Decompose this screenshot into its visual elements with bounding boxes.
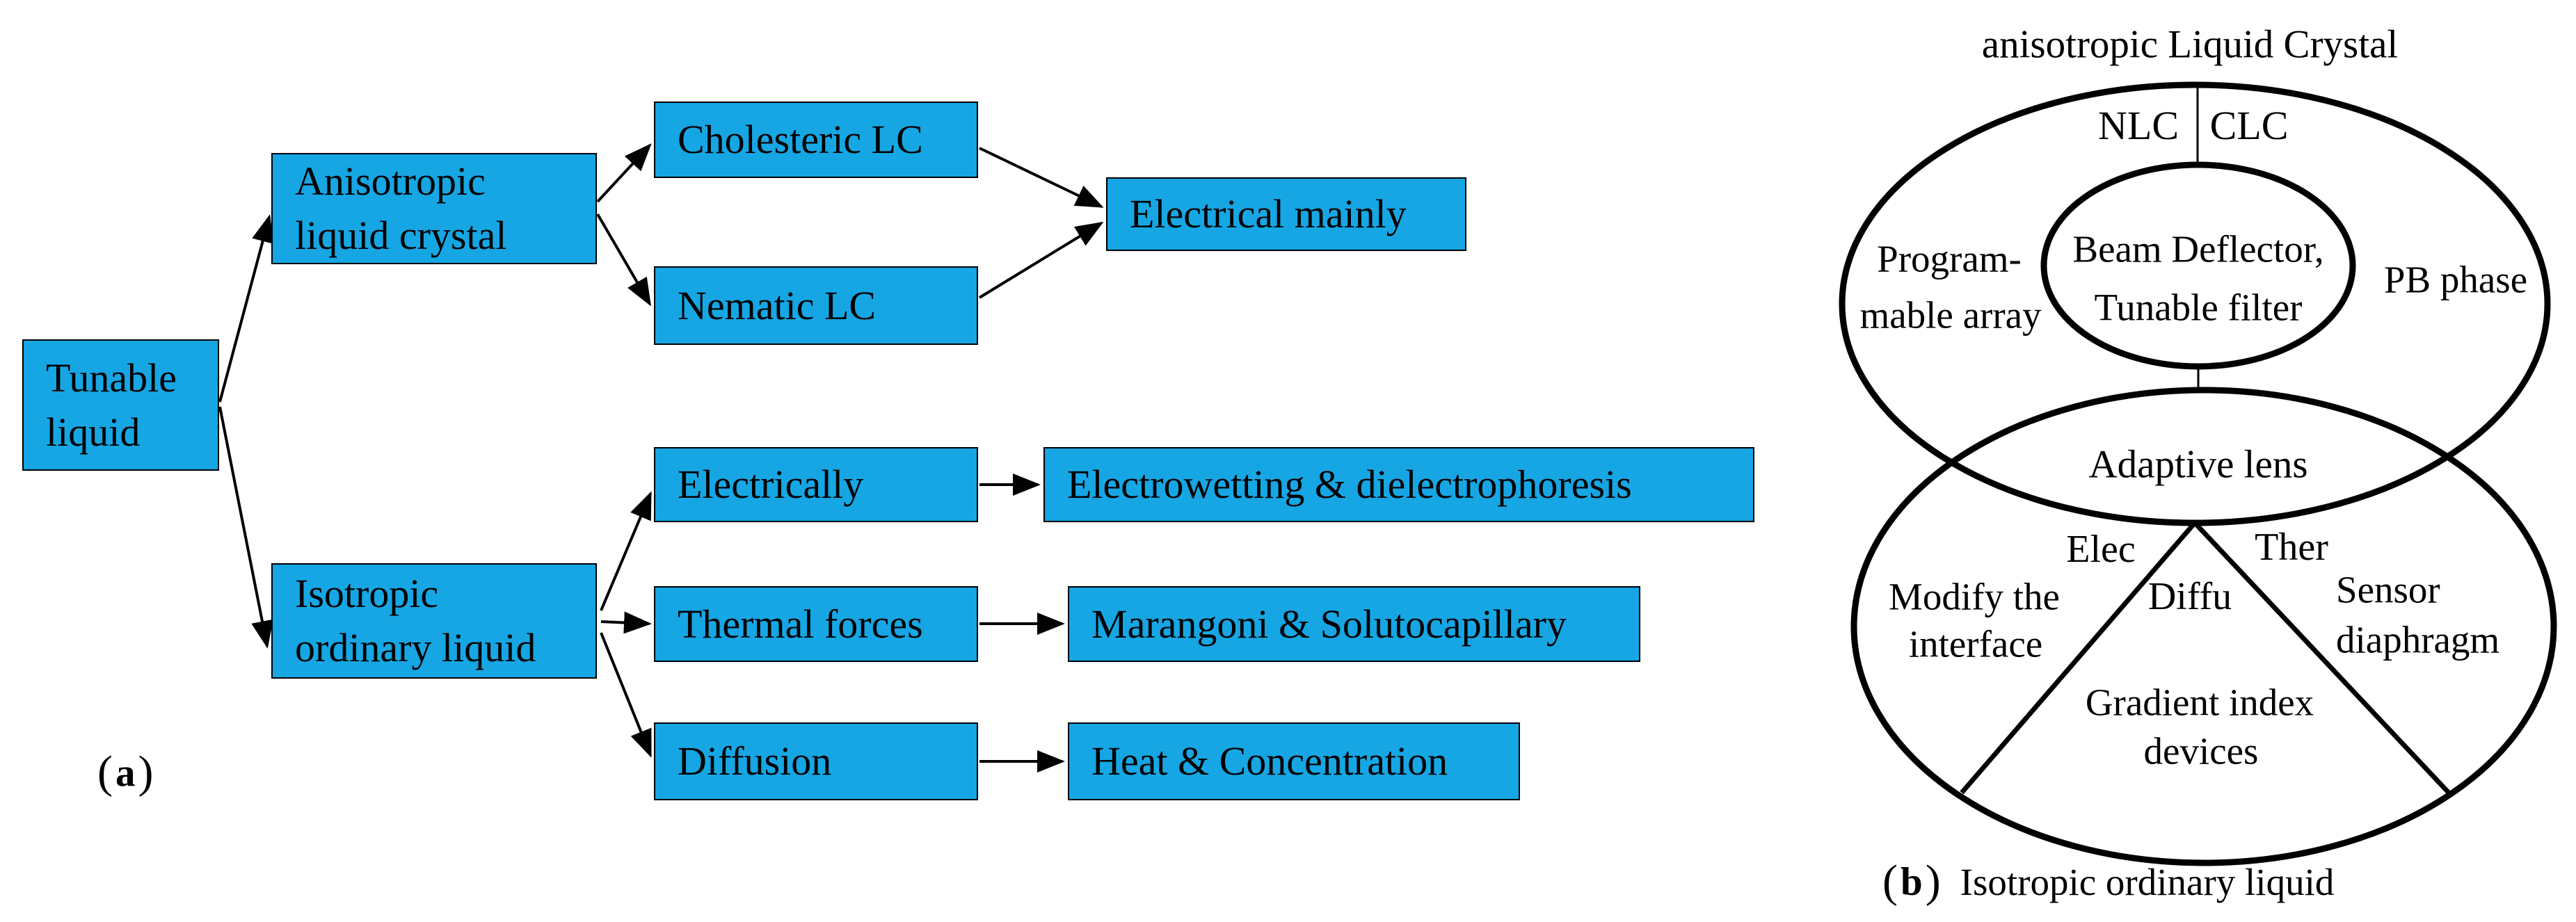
box-electrowetting-dielectrophoresis: Electrowetting & dielectrophoresis [1043, 447, 1754, 522]
label-diffu: Diffu [2147, 575, 2232, 618]
label-diaphragm: diaphragm [2336, 618, 2500, 661]
arrow-isotropic-to-thermal [600, 611, 652, 634]
panel-b-title: anisotropic Liquid Crystal [1981, 22, 2399, 67]
caption-b-text: Isotropic ordinary liquid [1960, 860, 2335, 903]
label-gradient-index: Gradient index [2085, 681, 2314, 724]
box-electrical-mainly: Electrical mainly [1106, 177, 1466, 251]
label-pb-phase: PB phase [2383, 258, 2528, 301]
box-nematic-lc: Nematic LC [654, 266, 978, 345]
sector-divider-right [2193, 521, 2451, 795]
panel-a-caption: ( a ) [97, 750, 153, 795]
label-sensor: Sensor [2336, 568, 2440, 611]
label-clc: CLC [2209, 103, 2289, 148]
caption-b-close-paren: ) [1925, 856, 1941, 907]
arrow-anisotropic-to-cholesteric [596, 143, 652, 203]
box-anisotropic-liquid-crystal: Anisotropic liquid crystal [271, 153, 597, 264]
label-tunable-filter: Tunable filter [2094, 286, 2303, 329]
arrow-nematic-to-electrical [978, 221, 1104, 299]
label-interface: interface [1908, 622, 2043, 665]
arrow-tunable-to-isotropic [218, 406, 273, 649]
label-programmable-line2: mable array [1859, 293, 2042, 337]
sector-divider-left [1960, 521, 2197, 795]
label-elec: Elec [2066, 528, 2136, 571]
caption-b-letter: b [1900, 859, 1923, 904]
caption-b-open-paren: ( [1882, 856, 1898, 907]
label-devices: devices [2143, 729, 2259, 773]
label-programmable-line1: Program- [1877, 237, 2022, 280]
box-tunable-liquid: Tunable liquid [22, 339, 219, 471]
arrow-isotropic-to-electrically [600, 491, 652, 611]
label-modify-the: Modify the [1889, 575, 2060, 618]
box-marangoni-solutocapillary: Marangoni & Solutocapillary [1068, 586, 1640, 662]
box-thermal-forces: Thermal forces [654, 586, 978, 662]
label-beam-deflector: Beam Deflector, [2072, 227, 2324, 270]
label-nlc: NLC [2098, 103, 2179, 148]
label-ther: Ther [2255, 526, 2328, 569]
box-isotropic-ordinary-liquid: Isotropic ordinary liquid [271, 563, 597, 679]
box-electrically: Electrically [654, 447, 978, 522]
caption-a-letter: a [115, 750, 136, 795]
panel-b-caption: ( b ) Isotropic ordinary liquid [1882, 859, 2334, 905]
box-diffusion: Diffusion [654, 722, 978, 800]
box-cholesteric-lc: Cholesteric LC [654, 102, 978, 178]
arrow-anisotropic-to-nematic [596, 213, 652, 307]
box-heat-concentration: Heat & Concentration [1068, 722, 1520, 800]
bottom-ellipse-isotropic-liquid [1850, 387, 2557, 866]
arrow-isotropic-to-diffusion [600, 632, 652, 758]
arrow-cholesteric-to-electrical [979, 147, 1104, 208]
caption-a-open-paren: ( [97, 747, 113, 798]
arrow-tunable-to-anisotropic [218, 214, 274, 403]
caption-a-close-paren: ) [138, 747, 154, 798]
label-adaptive-lens: Adaptive lens [2088, 442, 2308, 487]
